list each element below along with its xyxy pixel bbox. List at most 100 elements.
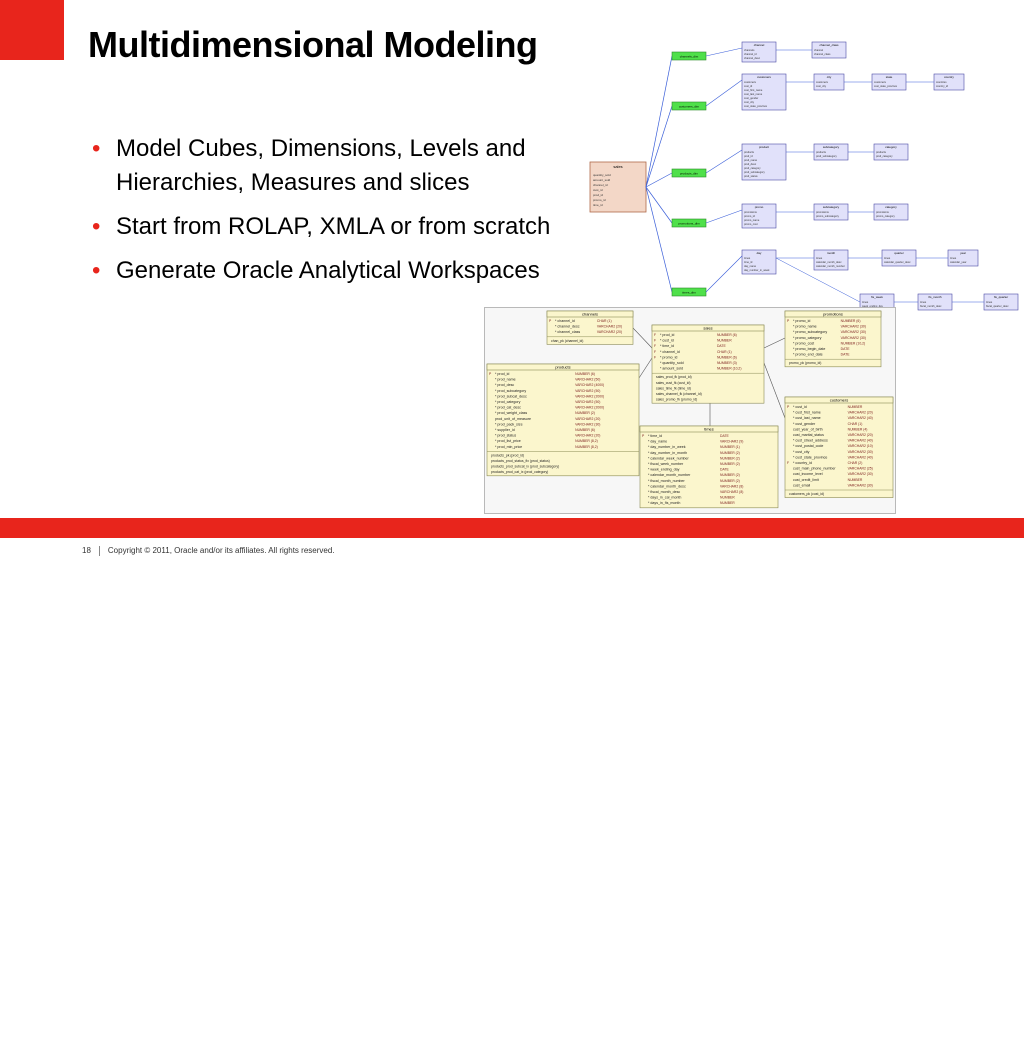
column-type: NUMBER (2)	[720, 473, 740, 477]
key-flag: P	[642, 434, 645, 438]
dimension-name: state	[886, 75, 893, 79]
column-name: * cust_state_province	[793, 455, 827, 459]
column-type: VARCHAR2 (8)	[720, 484, 743, 488]
column-name: * promo_id	[793, 319, 810, 323]
column-name: * amount_sold	[660, 367, 683, 371]
level-link-line	[705, 47, 743, 57]
dimension-row: promo_cost	[744, 222, 758, 226]
dimension-box	[741, 249, 777, 275]
column-name: * channel_id	[555, 319, 575, 323]
column-type: NUMBER	[848, 405, 863, 409]
bullet-item: •Model Cubes, Dimensions, Levels and Hie…	[92, 132, 562, 200]
column-name: * cust_first_name	[793, 411, 821, 415]
column-name: * promo_name	[793, 325, 817, 329]
dimension-name: category	[885, 145, 897, 149]
column-name: * time_id	[660, 344, 674, 348]
key-flag: P	[787, 319, 790, 323]
column-type: VARCHAR2 (30)	[848, 483, 873, 487]
column-name: * promo_begin_date	[793, 347, 825, 351]
cube-row: channel_id	[593, 183, 608, 187]
bullet-text: Generate Oracle Analytical Workspaces	[116, 257, 540, 284]
column-type: VARCHAR2 (30)	[841, 325, 866, 329]
dimension-row: cust_state_province	[744, 104, 768, 108]
key-flag: P	[549, 319, 552, 323]
column-name: * promo_subcategory	[793, 330, 827, 334]
column-name: cust_email	[793, 483, 810, 487]
dimension-name: quarter	[894, 251, 904, 255]
column-name: * prod_subcat_desc	[495, 394, 527, 398]
column-name: * cust_id	[660, 339, 674, 343]
dimension-name: city	[827, 75, 832, 79]
column-type: NUMBER (10,2)	[841, 341, 866, 345]
column-name: * quantity_sold	[660, 361, 684, 365]
dimension-row: channels	[744, 48, 755, 52]
column-type: NUMBER	[848, 478, 863, 482]
dimension-row: prod_desc	[744, 162, 757, 166]
column-name: cust_marital_status	[793, 433, 824, 437]
column-type: VARCHAR2 (30)	[848, 450, 873, 454]
column-type: CHAR (1)	[717, 350, 732, 354]
relationship-line	[632, 327, 653, 349]
column-type: VARCHAR2 (10)	[848, 444, 873, 448]
column-name: * prod_cat_desc	[495, 406, 521, 410]
table-name: promotions	[823, 312, 843, 317]
dimension-row: prod_subcategory	[744, 170, 765, 174]
cube-link-line	[645, 186, 673, 224]
level-label: customers_dim	[679, 105, 700, 109]
dimension-row: calendar_month_desc	[816, 260, 842, 264]
dimension-row: fiscal_month_desc	[920, 304, 942, 308]
dimension-box	[741, 143, 787, 181]
column-name: * fiscal_month_number	[648, 479, 686, 483]
table-header	[784, 396, 894, 404]
key-entry: sales_prod_fk (prod_id)	[656, 375, 692, 379]
column-type: NUMBER (1)	[720, 445, 740, 449]
dimension-row: cust_first_name	[744, 88, 763, 92]
column-type: VARCHAR2 (4000)	[575, 383, 604, 387]
column-name: cust_year_of_birth	[793, 427, 823, 431]
column-type: VARCHAR2 (30)	[848, 472, 873, 476]
column-type: NUMBER (2)	[720, 456, 740, 460]
dimension-row: day_number_in_week	[744, 268, 770, 272]
level-link-line	[705, 209, 743, 224]
cube-row: promo_id	[593, 198, 606, 202]
key-flag: F	[654, 350, 656, 354]
column-type: VARCHAR2 (50)	[575, 389, 600, 393]
key-flag: F	[654, 344, 656, 348]
dimension-box	[741, 41, 777, 63]
dimension-row: channel_id	[744, 52, 757, 56]
column-name: * cust_id	[793, 405, 807, 409]
column-type: VARCHAR2 (30)	[841, 330, 866, 334]
cube-link-line	[645, 55, 673, 188]
key-flag: F	[654, 339, 656, 343]
column-type: VARCHAR2 (20)	[848, 411, 873, 415]
dimension-row: times	[884, 256, 891, 260]
dimension-row: day_name	[744, 264, 757, 268]
dimension-name: product	[759, 145, 769, 149]
dimension-name: channel_class	[819, 43, 839, 47]
table-header	[546, 310, 634, 318]
dimension-name: fis_quarter	[994, 295, 1008, 299]
dimension-box	[741, 203, 777, 229]
table-header	[784, 310, 882, 318]
dimension-row: cust_last_name	[744, 92, 763, 96]
cube-row: prod_id	[593, 193, 603, 197]
column-type: VARCHAR2 (2000)	[575, 394, 604, 398]
dimension-row: promo_subcategory	[816, 214, 840, 218]
table-box	[784, 396, 894, 498]
oracle-logo: ORACLE	[940, 1037, 1010, 1054]
column-type: VARCHAR2 (40)	[848, 439, 873, 443]
cube-row: quantity_sold	[593, 173, 611, 177]
dimension-name: month	[827, 251, 836, 255]
dimension-name: promo	[755, 205, 764, 209]
column-name: * prod_list_price	[495, 439, 521, 443]
column-type: VARCHAR2 (30)	[575, 422, 600, 426]
column-name: * day_number_in_month	[648, 451, 687, 455]
level-label: products_dim	[680, 172, 699, 176]
relationship-line	[638, 357, 653, 379]
level-label: channels_dim	[680, 55, 699, 59]
column-type: CHAR (1)	[848, 422, 863, 426]
column-name: * calendar_week_number	[648, 456, 690, 460]
footer-divider	[98, 546, 100, 556]
dimension-row: channel_class	[814, 52, 831, 56]
dimension-row: cust_city	[744, 100, 755, 104]
